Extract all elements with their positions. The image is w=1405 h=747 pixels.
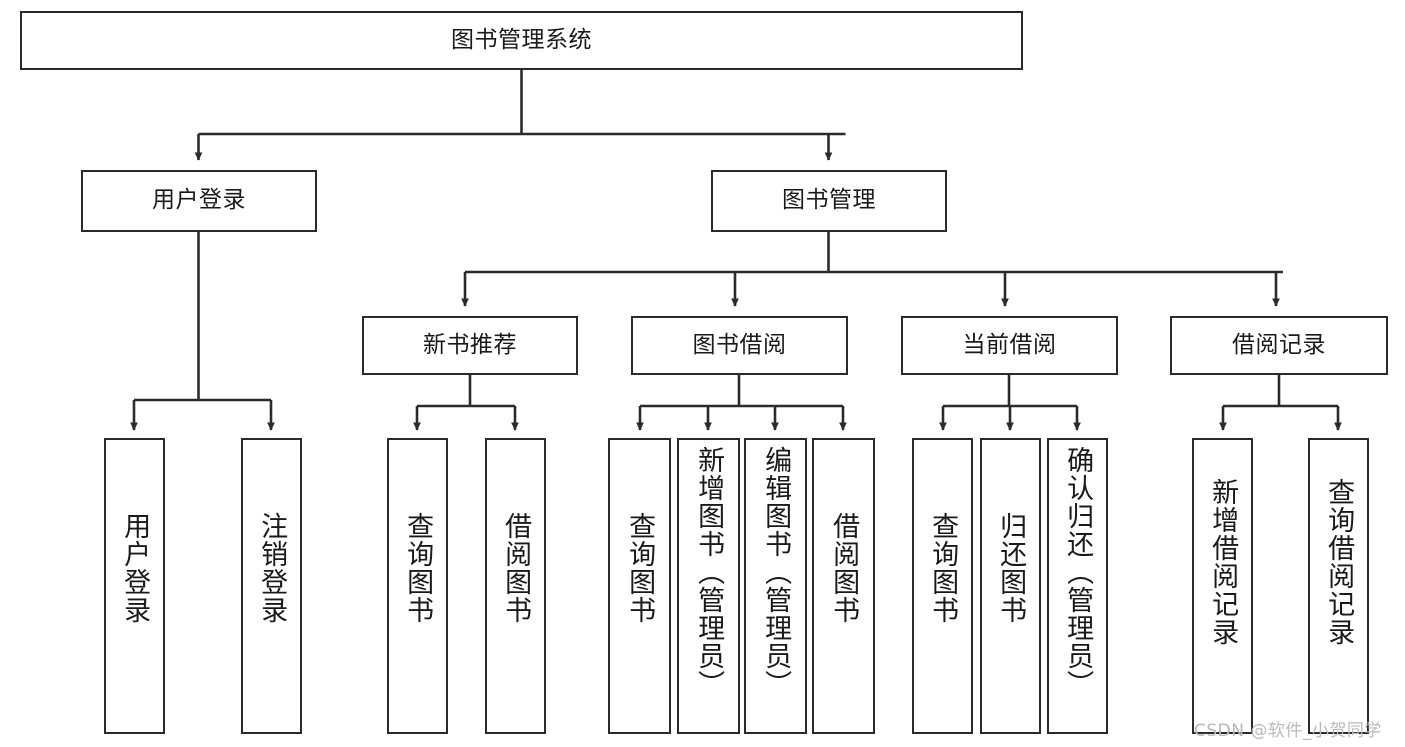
leaf-edit-book-admin[interactable]: 编辑图书（管理员） xyxy=(744,438,807,734)
leaf-query-book-borrow[interactable]: 查询图书 xyxy=(608,438,671,734)
leaf-borrow-book-recommend[interactable]: 借阅图书 xyxy=(485,438,546,734)
node-label: 编辑图书（管理员） xyxy=(760,446,792,698)
leaf-user-login[interactable]: 用户登录 xyxy=(104,438,165,734)
node-user-login[interactable]: 用户登录 xyxy=(81,170,317,232)
node-label: 查询图书 xyxy=(402,512,434,624)
node-label: 归还图书 xyxy=(995,512,1027,624)
node-label: 确认归还（管理员） xyxy=(1062,446,1094,698)
leaf-logout[interactable]: 注销登录 xyxy=(241,438,302,734)
node-label: 图书借阅 xyxy=(692,331,787,358)
node-current-borrow[interactable]: 当前借阅 xyxy=(901,316,1118,375)
leaf-add-borrow-record[interactable]: 新增借阅记录 xyxy=(1192,438,1253,734)
node-label: 新增图书（管理员） xyxy=(693,446,725,698)
node-new-book-recommend[interactable]: 新书推荐 xyxy=(362,316,578,375)
watermark: CSDN @软件_小贺同学 xyxy=(1194,721,1382,741)
node-label: 图书管理 xyxy=(782,187,876,214)
node-book-management[interactable]: 图书管理 xyxy=(711,170,947,232)
leaf-borrow-book[interactable]: 借阅图书 xyxy=(812,438,875,734)
leaf-query-book-recommend[interactable]: 查询图书 xyxy=(387,438,448,734)
node-book-borrow[interactable]: 图书借阅 xyxy=(631,316,848,375)
node-label: 借阅记录 xyxy=(1232,331,1326,358)
node-label: 借阅图书 xyxy=(500,512,532,624)
node-label: 注销登录 xyxy=(256,512,288,624)
leaf-return-book[interactable]: 归还图书 xyxy=(980,438,1041,734)
node-label: 新增借阅记录 xyxy=(1207,478,1239,646)
node-label: 新书推荐 xyxy=(423,331,517,358)
leaf-query-borrow-record[interactable]: 查询借阅记录 xyxy=(1308,438,1369,734)
node-label: 图书管理系统 xyxy=(451,26,592,53)
leaf-confirm-return-admin[interactable]: 确认归还（管理员） xyxy=(1047,438,1108,734)
node-borrow-record[interactable]: 借阅记录 xyxy=(1170,316,1388,375)
node-label: 当前借阅 xyxy=(962,331,1057,358)
node-label: 查询图书 xyxy=(927,512,959,624)
node-label: 借阅图书 xyxy=(828,512,860,624)
node-label: 用户登录 xyxy=(152,187,246,214)
node-label: 查询借阅记录 xyxy=(1323,478,1355,646)
node-root-system[interactable]: 图书管理系统 xyxy=(20,11,1023,70)
leaf-add-book-admin[interactable]: 新增图书（管理员） xyxy=(677,438,740,734)
node-label: 用户登录 xyxy=(119,512,151,624)
leaf-query-book-current[interactable]: 查询图书 xyxy=(912,438,973,734)
node-label: 查询图书 xyxy=(624,512,656,624)
